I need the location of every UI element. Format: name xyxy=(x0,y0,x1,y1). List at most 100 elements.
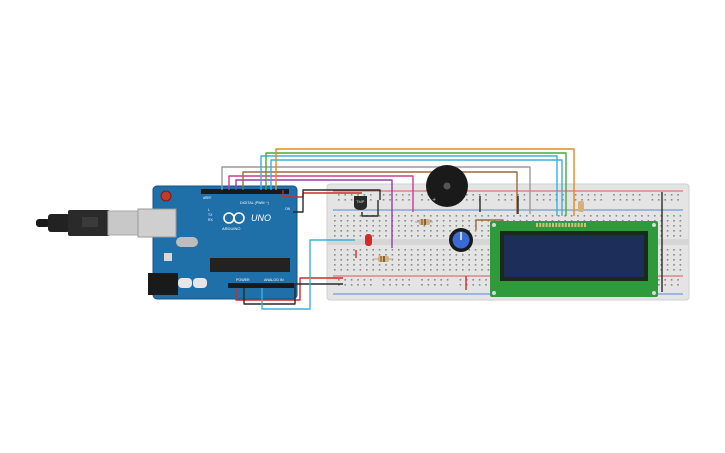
breadboard-hole[interactable] xyxy=(353,269,355,271)
breadboard-hole[interactable] xyxy=(378,235,381,237)
breadboard-hole[interactable] xyxy=(549,199,551,201)
breadboard-hole[interactable] xyxy=(359,264,362,266)
breadboard-hole[interactable] xyxy=(430,269,432,271)
breadboard-hole[interactable] xyxy=(673,215,675,217)
breadboard-hole[interactable] xyxy=(577,215,579,217)
breadboard-hole[interactable] xyxy=(353,254,355,256)
breadboard-hole[interactable] xyxy=(638,194,641,196)
breadboard-hole[interactable] xyxy=(517,194,519,196)
breadboard-hole[interactable] xyxy=(673,220,675,222)
breadboard-hole[interactable] xyxy=(487,225,490,227)
breadboard-hole[interactable] xyxy=(594,199,596,201)
breadboard-hole[interactable] xyxy=(340,225,342,227)
breadboard-hole[interactable] xyxy=(677,199,679,201)
breadboard-hole[interactable] xyxy=(417,225,419,227)
breadboard-hole[interactable] xyxy=(562,194,564,196)
breadboard-hole[interactable] xyxy=(410,269,413,271)
breadboard-hole[interactable] xyxy=(542,199,545,201)
breadboard-hole[interactable] xyxy=(455,254,458,256)
breadboard-hole[interactable] xyxy=(363,284,366,286)
breadboard-hole[interactable] xyxy=(372,269,374,271)
breadboard-hole[interactable] xyxy=(679,259,682,261)
breadboard-hole[interactable] xyxy=(494,215,496,217)
breadboard-hole[interactable] xyxy=(481,215,483,217)
breadboard-hole[interactable] xyxy=(670,199,673,201)
breadboard-hole[interactable] xyxy=(562,199,564,201)
breadboard-hole[interactable] xyxy=(660,269,662,271)
breadboard-hole[interactable] xyxy=(334,235,336,237)
breadboard-hole[interactable] xyxy=(398,230,400,232)
breadboard-hole[interactable] xyxy=(673,235,675,237)
breadboard-hole[interactable] xyxy=(442,249,445,251)
breadboard-hole[interactable] xyxy=(468,230,470,232)
breadboard-hole[interactable] xyxy=(442,254,445,256)
lcd-pin[interactable] xyxy=(577,223,580,227)
breadboard-hole[interactable] xyxy=(462,269,464,271)
breadboard-hole[interactable] xyxy=(404,220,406,222)
breadboard-hole[interactable] xyxy=(673,264,675,266)
breadboard-hole[interactable] xyxy=(350,284,353,286)
breadboard-hole[interactable] xyxy=(583,215,586,217)
breadboard-hole[interactable] xyxy=(427,284,430,286)
breadboard-hole[interactable] xyxy=(382,284,385,286)
breadboard-hole[interactable] xyxy=(404,269,406,271)
breadboard-hole[interactable] xyxy=(378,215,381,217)
breadboard-hole[interactable] xyxy=(478,194,481,196)
breadboard-hole[interactable] xyxy=(430,254,432,256)
reset-button[interactable] xyxy=(160,190,172,202)
breadboard-hole[interactable] xyxy=(466,284,468,286)
breadboard-hole[interactable] xyxy=(417,269,419,271)
lcd-pin[interactable] xyxy=(564,223,567,227)
breadboard-hole[interactable] xyxy=(474,230,477,232)
breadboard-hole[interactable] xyxy=(647,220,650,222)
breadboard-hole[interactable] xyxy=(442,220,445,222)
breadboard-hole[interactable] xyxy=(410,264,413,266)
lcd-16x2-display[interactable] xyxy=(490,221,658,297)
breadboard-hole[interactable] xyxy=(436,230,438,232)
breadboard-hole[interactable] xyxy=(334,254,336,256)
breadboard-hole[interactable] xyxy=(417,254,419,256)
breadboard-hole[interactable] xyxy=(382,194,385,196)
breadboard-hole[interactable] xyxy=(519,220,522,222)
breadboard-hole[interactable] xyxy=(455,259,458,261)
piezo-buzzer[interactable]: + xyxy=(426,165,468,207)
breadboard-hole[interactable] xyxy=(338,194,340,196)
breadboard-hole[interactable] xyxy=(673,249,675,251)
breadboard-hole[interactable] xyxy=(634,220,637,222)
resistor-1[interactable] xyxy=(373,256,393,262)
breadboard-hole[interactable] xyxy=(478,279,481,281)
breadboard-hole[interactable] xyxy=(466,279,468,281)
breadboard-hole[interactable] xyxy=(334,259,336,261)
breadboard-hole[interactable] xyxy=(389,194,391,196)
breadboard-hole[interactable] xyxy=(462,259,464,261)
breadboard-hole[interactable] xyxy=(498,194,500,196)
breadboard-hole[interactable] xyxy=(442,264,445,266)
breadboard-hole[interactable] xyxy=(564,220,566,222)
breadboard-hole[interactable] xyxy=(346,254,349,256)
breadboard-hole[interactable] xyxy=(609,220,611,222)
breadboard-hole[interactable] xyxy=(410,215,413,217)
wire-orange[interactable] xyxy=(275,148,575,216)
breadboard-hole[interactable] xyxy=(446,279,449,281)
breadboard-hole[interactable] xyxy=(423,230,426,232)
breadboard-hole[interactable] xyxy=(385,269,387,271)
breadboard-hole[interactable] xyxy=(385,249,387,251)
breadboard-hole[interactable] xyxy=(449,254,451,256)
breadboard-hole[interactable] xyxy=(442,235,445,237)
breadboard-hole[interactable] xyxy=(378,269,381,271)
breadboard-hole[interactable] xyxy=(679,230,682,232)
breadboard-hole[interactable] xyxy=(430,235,432,237)
breadboard-hole[interactable] xyxy=(677,284,679,286)
breadboard-hole[interactable] xyxy=(378,230,381,232)
breadboard-hole[interactable] xyxy=(357,194,359,196)
breadboard-hole[interactable] xyxy=(487,230,490,232)
breadboard-hole[interactable] xyxy=(346,249,349,251)
breadboard-hole[interactable] xyxy=(430,230,432,232)
breadboard-hole[interactable] xyxy=(449,264,451,266)
breadboard-hole[interactable] xyxy=(408,199,410,201)
wire-gray[interactable] xyxy=(221,166,531,214)
breadboard-hole[interactable] xyxy=(359,230,362,232)
breadboard-hole[interactable] xyxy=(679,235,682,237)
breadboard-hole[interactable] xyxy=(372,264,374,266)
breadboard-hole[interactable] xyxy=(417,235,419,237)
